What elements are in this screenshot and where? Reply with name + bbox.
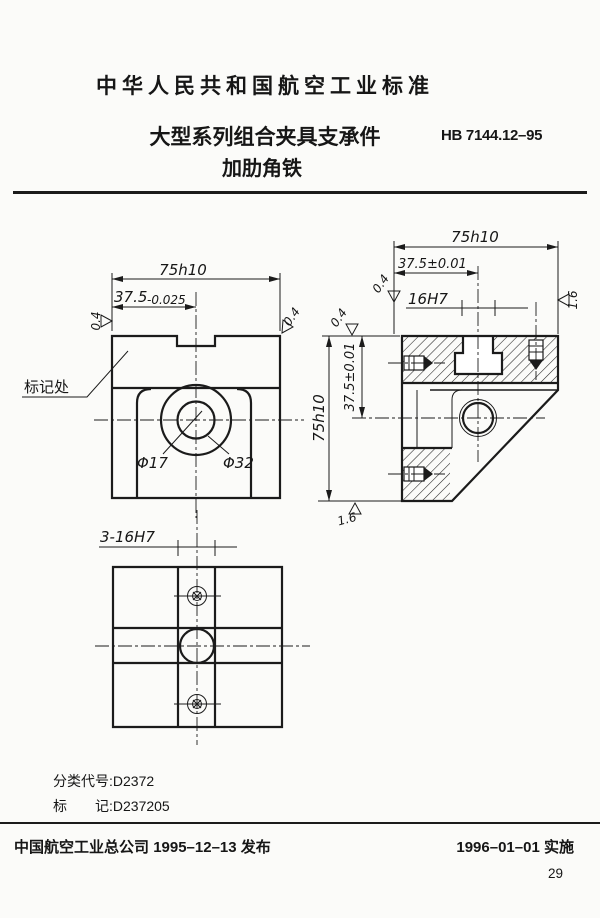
technical-drawing: 75h10 37.5 -0.025 0.4 0.4 标记处 Φ17 Φ32 — [22, 228, 580, 745]
doc-title-line2: 加肋角铁 — [222, 158, 302, 180]
slot-callout-line — [406, 300, 528, 316]
phi17-leader — [162, 410, 203, 455]
implement-word: 实施 — [543, 839, 574, 856]
front-bore-outer — [159, 383, 233, 457]
mark-leader — [22, 350, 129, 398]
publish-line: 中国航空工业总公司 1995–12–13 发布 — [14, 836, 271, 857]
roughness-symbol — [345, 323, 359, 337]
roughness-symbol — [348, 501, 362, 515]
mark-code-line: 标 记:D237205 — [53, 796, 170, 816]
section-roughness-bottom: 1.6 — [336, 510, 358, 529]
header-divider — [13, 191, 587, 194]
front-roughness-left: 0.4 — [89, 311, 103, 330]
phi32-leader — [207, 435, 230, 455]
section-halfv-dim: 37.5±0.01 — [343, 343, 358, 412]
issuer-name: 中国航空工业总公司 — [14, 839, 150, 856]
tslot-outline — [453, 336, 504, 376]
section-roughness-right: 1.6 — [566, 290, 580, 309]
front-slot-left-edge — [135, 387, 152, 498]
publish-word: 发布 — [240, 839, 271, 856]
front-width-dim: 75h10 — [159, 261, 207, 279]
class-code-value: D2372 — [112, 773, 155, 789]
slots-label: 3-16H7 — [100, 528, 155, 546]
tslot-clear — [455, 335, 502, 374]
slots-callout-line — [99, 540, 237, 556]
implement-date: 1996–01–01 — [456, 839, 540, 856]
roughness-symbol — [281, 319, 294, 334]
section-outline — [400, 334, 560, 503]
front-slot-right-edge — [236, 387, 253, 498]
front-half-dim: 37.5 — [114, 288, 147, 306]
standard-header-line: 中华人民共和国航空工业标准 — [96, 75, 434, 98]
top-screw-lower-cross — [174, 699, 221, 709]
section-width-dim: 75h10 — [451, 228, 499, 246]
phi17-label: Φ17 — [137, 454, 168, 472]
mark-code-value: D237205 — [112, 798, 170, 814]
implement-line: 1996–01–01 实施 — [456, 836, 574, 857]
doc-title-line1: 大型系列组合夹具支承件 — [149, 126, 381, 149]
class-code-label: 分类代号: — [53, 773, 113, 789]
footer-divider — [0, 822, 600, 824]
mark-code-label: 标 记: — [53, 798, 113, 814]
top-screw-upper-cross — [174, 591, 221, 601]
publish-date: 1995–12–13 — [153, 839, 237, 856]
mark-label: 标记处 — [24, 379, 69, 396]
front-bore-inner — [176, 400, 216, 440]
roughness-symbol — [556, 293, 570, 307]
rib-fillet — [451, 389, 463, 448]
section-view: 75h10 37.5±0.01 16H7 75h10 37.5±0.01 0.4… — [310, 228, 580, 528]
section-half-dim: 37.5±0.01 — [398, 257, 467, 272]
page-number: 29 — [548, 866, 564, 881]
front-view: 75h10 37.5 -0.025 0.4 0.4 标记处 Φ17 Φ32 — [22, 261, 304, 518]
roughness-symbol — [387, 290, 401, 304]
front-outline — [110, 334, 282, 500]
roughness-symbol — [100, 314, 114, 328]
top-outline — [111, 565, 284, 729]
front-roughness-right: 0.4 — [281, 305, 303, 329]
class-code-line: 分类代号:D2372 — [53, 771, 154, 791]
phi32-label: Φ32 — [223, 454, 254, 472]
top-horizontal-slot — [113, 626, 282, 665]
front-half-dim-tol: -0.025 — [147, 293, 186, 307]
top-center-hole — [178, 627, 216, 665]
top-view: 3-16H7 — [95, 510, 310, 745]
standard-code: HB 7144.12–95 — [441, 127, 543, 144]
section-height-dim: 75h10 — [310, 394, 328, 442]
slot-size-label: 16H7 — [408, 290, 448, 308]
